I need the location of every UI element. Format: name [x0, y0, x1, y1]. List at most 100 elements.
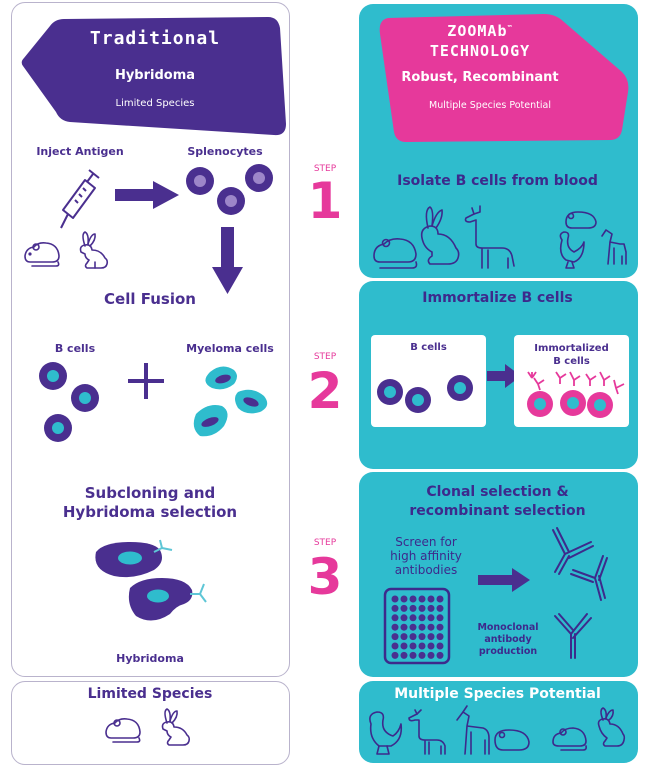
well: [436, 604, 444, 612]
trademark-symbol: ™: [507, 24, 513, 32]
b-cell: [71, 384, 99, 412]
mouse-icon: [552, 727, 587, 751]
arrow-right-icon: [115, 181, 179, 209]
step-3-label: STEP: [313, 538, 337, 548]
splenocyte-cell: [186, 167, 214, 195]
well: [409, 595, 417, 603]
well: [400, 633, 408, 641]
antibody-icon: [570, 555, 608, 601]
screen-line3: antibodies: [394, 563, 458, 577]
mouse-icon: [105, 718, 141, 743]
b-cell: [44, 414, 72, 442]
step-1-heading: Isolate B cells from blood: [397, 173, 598, 189]
zoomab-title: Robust, Recombinant: [401, 70, 559, 85]
well: [409, 604, 417, 612]
well: [391, 642, 399, 650]
zoomab-brand-line1: ZOOMAb™: [390, 22, 570, 40]
well: [436, 651, 444, 659]
immortalized-cell: [587, 392, 613, 418]
well: [436, 595, 444, 603]
hybridoma-cell: [95, 539, 173, 578]
well: [427, 604, 435, 612]
splenocytes-cells: [186, 164, 273, 215]
guinea-pig-icon: [494, 729, 530, 751]
rabbit-icon: [420, 206, 460, 265]
zoomab-subtitle: Multiple Species Potential: [429, 100, 551, 111]
zoomab-header-shape: [379, 14, 629, 142]
well: [400, 642, 408, 650]
well: [400, 595, 408, 603]
well: [436, 614, 444, 622]
b-cell: [377, 379, 403, 405]
b-cell: [405, 387, 431, 413]
myeloma-cell: [193, 405, 228, 437]
mouse-icon: [24, 242, 60, 267]
traditional-header-shape: [21, 17, 286, 136]
immortalized-cell: [527, 391, 553, 417]
multiple-species-animals: [369, 705, 626, 755]
well: [418, 614, 426, 622]
chicken-icon: [369, 711, 403, 755]
monoclonal-text: Monoclonal antibody production: [468, 622, 548, 658]
step-1-number: 1: [307, 172, 343, 230]
rabbit-icon: [79, 231, 109, 269]
well: [409, 642, 417, 650]
goat-icon: [601, 229, 627, 265]
multiple-species-heading: Multiple Species Potential: [394, 686, 601, 702]
mouse-icon: [373, 238, 418, 269]
inject-antigen-label: Inject Antigen: [36, 145, 124, 158]
hybridoma-cell: [128, 578, 207, 621]
b-cells-label: B cells: [54, 342, 96, 355]
well: [409, 623, 417, 631]
well: [427, 623, 435, 631]
well: [427, 614, 435, 622]
well: [391, 651, 399, 659]
step-3-heading: Clonal selection & recombinant selection: [365, 483, 630, 521]
immortalized-b-cells-label: Immortalized B cells: [514, 342, 629, 368]
well: [400, 614, 408, 622]
traditional-title: Hybridoma: [114, 68, 196, 83]
well: [427, 651, 435, 659]
well: [391, 633, 399, 641]
step-2-b-cells-label: B cells: [410, 342, 447, 353]
screen-text: Screen for high affinity antibodies: [376, 535, 476, 577]
well: [391, 623, 399, 631]
well: [418, 604, 426, 612]
immortalized-label-line1: Immortalized: [534, 343, 609, 354]
plus-icon: [128, 363, 164, 399]
well: [418, 642, 426, 650]
mono-line2: antibody: [484, 634, 532, 645]
well: [436, 633, 444, 641]
well: [436, 623, 444, 631]
traditional-brand: Traditional: [89, 28, 221, 49]
well: [418, 623, 426, 631]
screen-line1: Screen for: [395, 535, 457, 549]
zoomab-brand-name: ZOOMAb: [447, 22, 508, 40]
well: [391, 604, 399, 612]
syringe-icon: [60, 169, 100, 229]
step-2-b-cells: [377, 375, 473, 413]
subcloning-heading-line1: Subcloning and: [84, 484, 216, 502]
step-3-heading-line1: Clonal selection &: [426, 484, 569, 500]
antibodies-icon: [552, 527, 608, 659]
step-3-number: 3: [307, 548, 343, 606]
zoomab-brand-line2: TECHNOLOGY: [429, 42, 531, 60]
well: [409, 614, 417, 622]
well-plate-icon: [383, 587, 451, 665]
antibodies: [527, 371, 625, 395]
step-2-number: 2: [307, 362, 343, 420]
step-2-heading: Immortalize B cells: [422, 290, 573, 306]
screen-line2: high affinity: [390, 549, 462, 563]
chicken-icon: [559, 231, 585, 269]
well: [427, 633, 435, 641]
step-1-animals: [373, 205, 627, 269]
well: [391, 614, 399, 622]
b-cell: [447, 375, 473, 401]
llama-icon: [464, 205, 515, 269]
well: [418, 595, 426, 603]
guinea-pig-icon: [565, 211, 597, 229]
rabbit-icon: [597, 707, 626, 747]
myeloma-cells-group: [193, 366, 268, 437]
subcloning-heading: Subcloning and Hybridoma selection: [40, 484, 260, 522]
splenocyte-cell: [245, 164, 273, 192]
